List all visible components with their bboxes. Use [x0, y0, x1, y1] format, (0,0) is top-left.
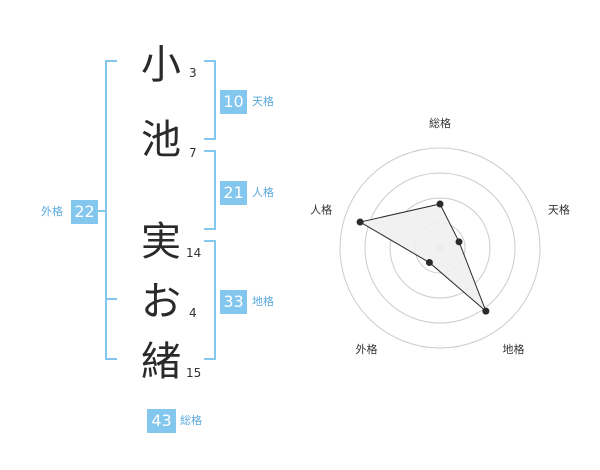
- radar-grid-ring: [339, 147, 541, 349]
- stroke-count-3: 14: [186, 246, 202, 260]
- stroke-count-2: 7: [189, 146, 197, 160]
- chikaku-label: 地格: [252, 295, 274, 308]
- radar-axis-label-4: 外格: [356, 342, 378, 356]
- jinkaku-bracket: [204, 150, 216, 230]
- stroke-count-1: 3: [189, 66, 197, 80]
- radar-point-3: [482, 307, 490, 315]
- gaikaku-score-box: 22: [71, 200, 98, 224]
- jinkaku-label: 人格: [252, 186, 274, 199]
- radar-point-1: [436, 200, 444, 208]
- stroke-count-4: 4: [189, 306, 197, 320]
- tenkaku-score-box: 10: [220, 90, 247, 114]
- stroke-count-5: 15: [186, 366, 202, 380]
- radar-axis-label-3: 地格: [502, 342, 524, 356]
- name-char-1: 小: [141, 42, 181, 88]
- radar-point-2: [455, 238, 463, 246]
- chikaku-bracket: [204, 240, 216, 360]
- radar-axis-label-1: 総格: [429, 116, 451, 130]
- soukaku-label: 総格: [180, 414, 202, 427]
- radar-point-4: [425, 259, 433, 267]
- radar-grid-ring: [389, 197, 491, 299]
- name-char-2: 池: [141, 117, 181, 163]
- soukaku-score-box: 43: [147, 409, 176, 433]
- name-char-3: 実: [141, 219, 181, 265]
- radar-series-area: [358, 203, 487, 312]
- radar-point-5: [356, 218, 364, 226]
- gaikaku-bracket-connector: [97, 210, 106, 212]
- radar-axis-label-2: 天格: [548, 202, 570, 216]
- name-char-4: お: [141, 279, 181, 325]
- jinkaku-score-box: 21: [220, 181, 247, 205]
- name-char-5: 緒: [141, 339, 181, 385]
- radar-axis-label-5: 人格: [310, 202, 332, 216]
- radar-grid-ring: [364, 172, 516, 324]
- tenkaku-label: 天格: [252, 95, 274, 108]
- gaikaku-bracket: [105, 60, 117, 360]
- name-split-tick: [105, 298, 117, 300]
- tenkaku-bracket: [204, 60, 216, 140]
- chikaku-score-box: 33: [220, 290, 247, 314]
- gaikaku-label: 外格: [41, 205, 63, 218]
